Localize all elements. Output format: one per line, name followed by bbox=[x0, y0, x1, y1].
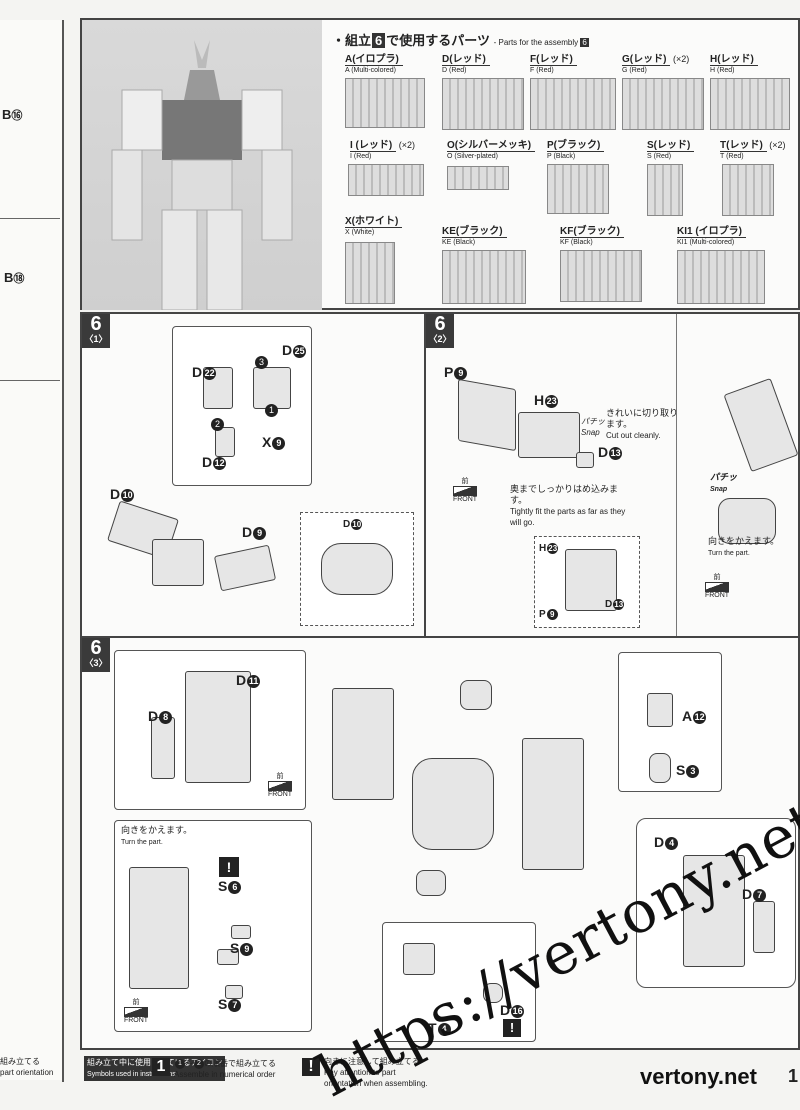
runner-o-icon bbox=[447, 166, 509, 190]
runner-t-icon bbox=[722, 164, 774, 216]
part-s: S(レッド)S (Red) bbox=[647, 140, 695, 162]
order-1: 1 bbox=[265, 404, 278, 417]
substep-3-number: 6〈3〉 bbox=[82, 638, 110, 672]
part-a: A(イロプラ)A (Multi-colored) bbox=[345, 54, 403, 76]
part-i: I (レッド) (×2)I (Red) bbox=[350, 140, 415, 160]
substep-3-right-box bbox=[636, 818, 796, 988]
runner-h-icon bbox=[710, 78, 790, 130]
substep-3-top-right-box bbox=[618, 652, 722, 792]
runner-s-icon bbox=[647, 164, 683, 216]
left-page-strip: B⑯ B⑱ bbox=[0, 20, 64, 1080]
runner-i-icon bbox=[348, 164, 424, 196]
substep-3-bottom-box: ! bbox=[382, 922, 536, 1042]
substep-1-detail-box bbox=[172, 326, 312, 486]
part-h: H(レッド)H (Red) bbox=[710, 54, 758, 76]
order-3: 3 bbox=[255, 356, 268, 369]
order-2: 2 bbox=[211, 418, 224, 431]
runner-f-icon bbox=[530, 78, 616, 130]
label-b18: B⑱ bbox=[4, 270, 25, 285]
gundam-figure-icon bbox=[111, 40, 293, 311]
turn-note-2: 向きをかえます。Turn the part. bbox=[708, 536, 780, 557]
gundam-preview-image bbox=[82, 20, 322, 311]
runner-kf-icon bbox=[560, 250, 642, 302]
substep-1-number: 6〈1〉 bbox=[82, 314, 110, 348]
part-p: P(ブラック)P (Black) bbox=[547, 140, 605, 162]
part-f: F(レッド)F (Red) bbox=[530, 54, 577, 76]
substep-2-number: 6〈2〉 bbox=[426, 314, 454, 348]
order-icon: 1 bbox=[152, 1058, 170, 1076]
part-d: D(レッド)D (Red) bbox=[442, 54, 490, 76]
attention-footer-icon: ! bbox=[302, 1058, 320, 1076]
label-b16: B⑯ bbox=[2, 107, 23, 122]
turn-note-3: 向きをかえます。Turn the part. bbox=[121, 825, 193, 846]
part-t: T(レッド) (×2)T (Red) bbox=[720, 140, 786, 160]
runner-ke-icon bbox=[442, 250, 526, 304]
runner-a-icon bbox=[345, 78, 425, 128]
fit-note: 奥までしっかりはめ込みます。Tightly fit the parts as f… bbox=[510, 484, 626, 527]
runner-g-icon bbox=[622, 78, 704, 130]
cut-note: きれいに切り取ります。Cut out cleanly. bbox=[606, 408, 679, 440]
part-o: O(シルバーメッキ)O (Silver-plated) bbox=[447, 140, 536, 162]
part-ki1: KI1 (イロプラ)KI1 (Multi-colored) bbox=[677, 226, 746, 248]
runner-x-icon bbox=[345, 242, 395, 304]
runner-p-icon bbox=[547, 164, 609, 214]
watermark-site: vertony.net bbox=[640, 1064, 757, 1089]
part-kf: KF(ブラック)KF (Black) bbox=[560, 226, 624, 248]
part-g: G(レッド) (×2)G (Red) bbox=[622, 54, 690, 74]
attention-icon: ! bbox=[219, 857, 239, 877]
runner-d-icon bbox=[442, 78, 524, 130]
attention-icon-2: ! bbox=[503, 1019, 521, 1037]
runner-ki1-icon bbox=[677, 250, 765, 304]
page-number: 1 bbox=[788, 1066, 799, 1086]
part-x: X(ホワイト)X (White) bbox=[345, 216, 403, 238]
part-ke: KE(ブラック)KE (Black) bbox=[442, 226, 507, 248]
